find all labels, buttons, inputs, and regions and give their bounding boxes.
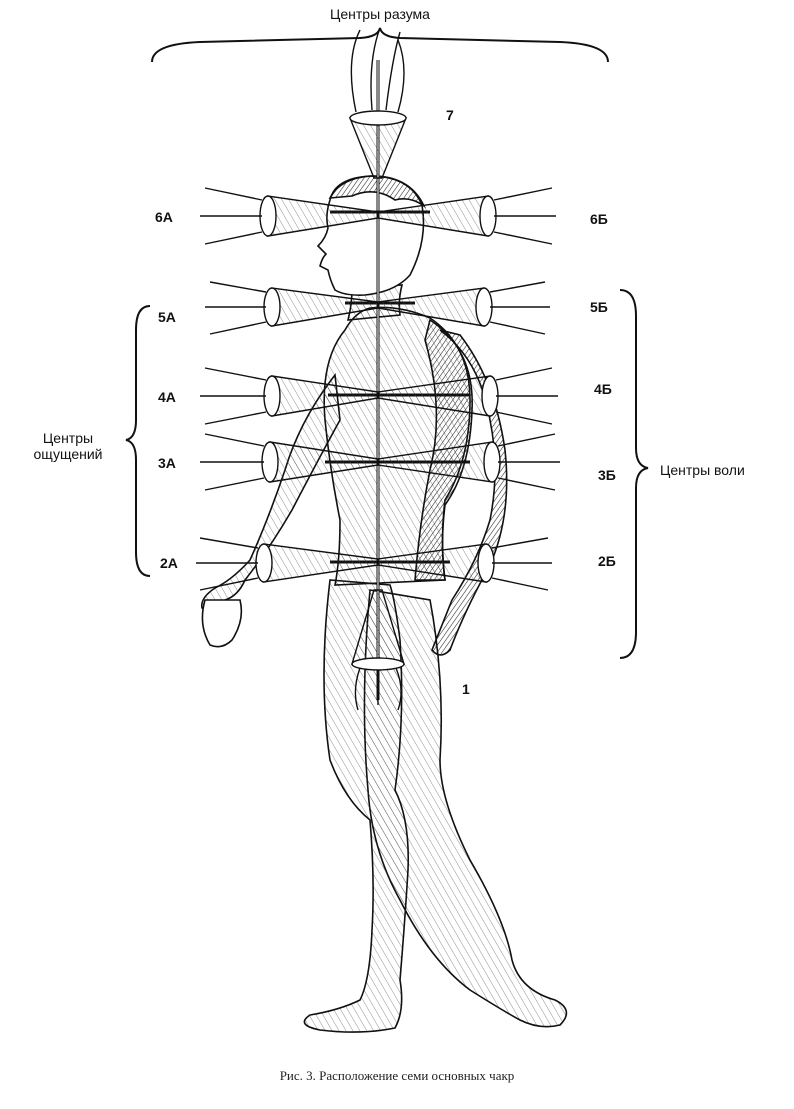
will-centers-label: Центры воли — [660, 462, 745, 478]
sensation-centers-label: Центры ощущений — [18, 430, 118, 462]
chakra-label-6b: 6Б — [590, 211, 608, 227]
human-figure — [200, 175, 568, 1033]
chakra-label-3a: 3А — [158, 455, 176, 471]
sensation-centers-label-line2: ощущений — [33, 446, 103, 463]
figure-caption: Рис. 3. Расположение семи основных чакр — [279, 1068, 515, 1083]
chakra-4-vortex — [200, 367, 558, 425]
chakra-6-vortex — [200, 187, 556, 245]
chakra-label-6a: 6А — [155, 209, 173, 225]
crown-chakra-vortex — [348, 27, 408, 179]
sensation-centers-brace — [125, 305, 151, 577]
chakra-label-1: 1 — [462, 681, 470, 697]
root-chakra-vortex — [351, 589, 405, 711]
chakra-label-2b: 2Б — [598, 553, 616, 569]
sensation-centers-label-line1: Центры — [42, 430, 94, 446]
chakra-label-2a: 2А — [160, 555, 178, 571]
chakra-label-4a: 4А — [158, 389, 176, 405]
chakra-label-3b: 3Б — [598, 467, 616, 483]
chakra-label-7: 7 — [446, 107, 454, 123]
chakra-label-5b: 5Б — [590, 299, 608, 315]
chakra-2-vortex — [196, 537, 552, 591]
will-centers-brace — [619, 289, 649, 659]
mind-centers-label: Центры разума — [330, 6, 430, 22]
chakra-label-5a: 5А — [158, 309, 176, 325]
mind-centers-brace — [151, 27, 609, 63]
chakra-5-vortex — [205, 281, 550, 335]
chakra-label-4b: 4Б — [594, 381, 612, 397]
chakra-3-vortex — [200, 433, 560, 491]
